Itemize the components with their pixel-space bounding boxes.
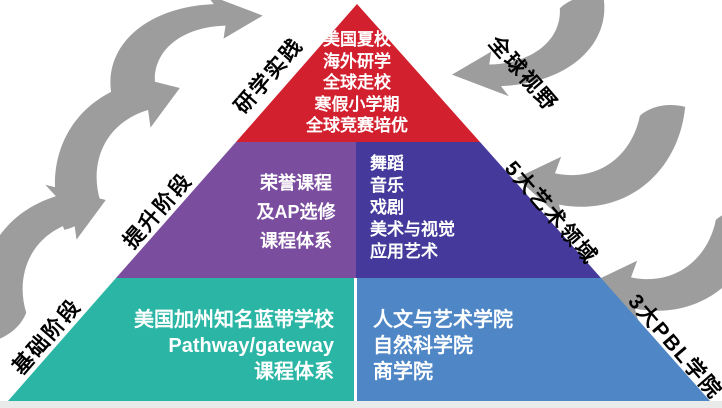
list-item: 舞蹈 — [370, 154, 404, 173]
list-item: 人文与艺术学院 — [373, 309, 513, 331]
list-item: 寒假小学期 — [314, 94, 400, 114]
middle-right-section-list: 舞蹈 音乐 戏剧 美术与视觉 应用艺术 — [370, 153, 455, 263]
list-item: 全球走校 — [323, 73, 391, 92]
list-item: 全球竞赛培优 — [306, 116, 408, 135]
list-item: 美国夏校 — [323, 30, 391, 49]
list-item: 应用艺术 — [370, 242, 438, 261]
bottom-left-section-list: 美国加州知名蓝带学校 Pathway/gateway 课程体系 — [134, 307, 334, 385]
top-section-list: 美国夏校 海外研学 全球走校 寒假小学期 全球竞赛培优 — [257, 29, 457, 137]
list-item: 及AP选修 — [256, 202, 336, 222]
list-item: 海外研学 — [323, 51, 391, 71]
list-item: 自然科学院 — [373, 335, 473, 357]
list-item: 美术与视觉 — [370, 220, 455, 239]
list-item: 戏剧 — [370, 198, 404, 217]
list-item: 音乐 — [370, 176, 404, 195]
list-item: 课程体系 — [254, 361, 334, 383]
list-item: 荣誉课程 — [260, 173, 332, 193]
list-item: 商学院 — [373, 361, 433, 383]
list-item: 美国加州知名蓝带学校 — [134, 309, 334, 331]
middle-left-section-list: 荣誉课程 及AP选修 课程体系 — [216, 169, 376, 256]
list-item: 课程体系 — [260, 231, 332, 251]
list-item: Pathway/gateway — [168, 335, 334, 357]
bottom-right-section-list: 人文与艺术学院 自然科学院 商学院 — [373, 307, 513, 385]
base-shadow-strip — [0, 401, 722, 408]
